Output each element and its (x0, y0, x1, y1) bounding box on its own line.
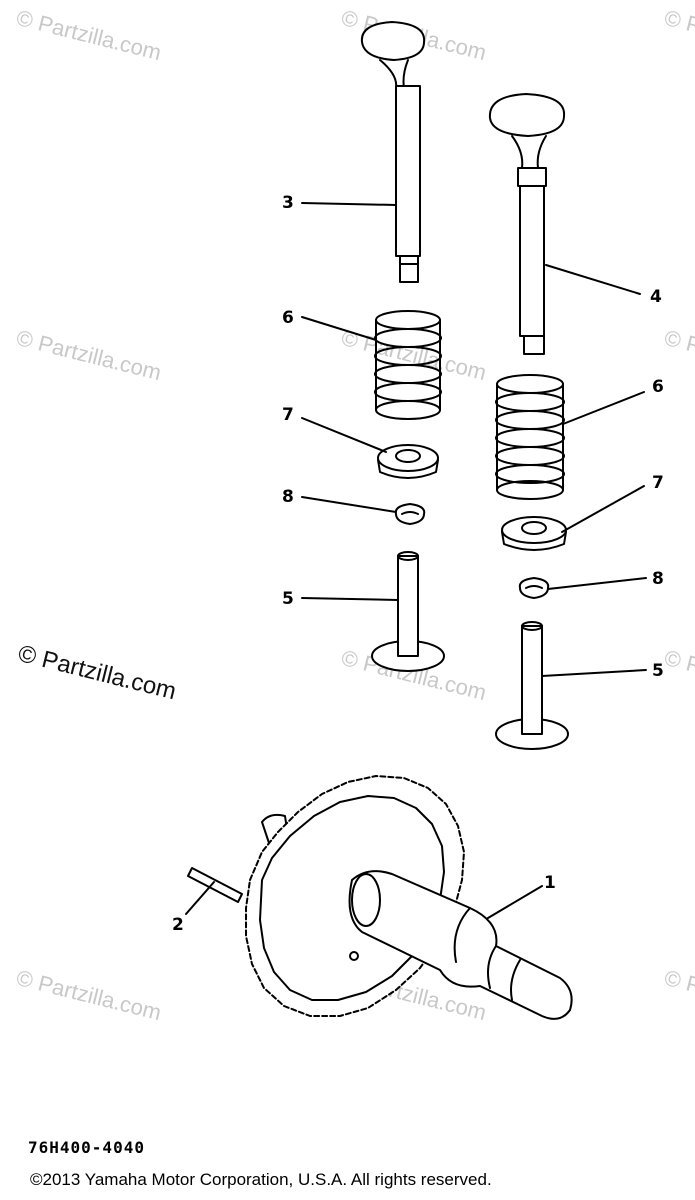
spring-left (374, 310, 442, 420)
spring-right (495, 374, 565, 500)
callout-8: 8 (652, 569, 664, 589)
leader-8a (301, 496, 397, 513)
retainer-left (377, 444, 439, 479)
diagram-code: 76H400-4040 (28, 1138, 145, 1157)
retainer-right (501, 516, 567, 551)
valve-left (360, 21, 426, 283)
callout-3: 3 (282, 193, 294, 213)
leader-5a (301, 597, 399, 601)
leader-7a (301, 417, 387, 453)
valve-right (488, 93, 566, 355)
cotter-right (518, 577, 550, 599)
callout-7: 7 (652, 473, 664, 493)
leader-5b (541, 669, 647, 677)
leader-4 (545, 264, 641, 295)
callout-7: 7 (282, 405, 294, 425)
callout-1: 1 (544, 873, 556, 893)
callout-2: 2 (172, 915, 184, 935)
callout-8: 8 (282, 487, 294, 507)
leader-6a (301, 316, 377, 341)
leader-3 (301, 202, 397, 206)
callout-6: 6 (652, 377, 664, 397)
camshaft (245, 775, 573, 1020)
callout-4: 4 (650, 287, 662, 307)
cotter-left (394, 503, 426, 525)
leader-1 (487, 885, 543, 919)
callout-5: 5 (282, 589, 294, 609)
callout-6: 6 (282, 308, 294, 328)
copyright-notice: ©2013 Yamaha Motor Corporation, U.S.A. A… (30, 1170, 492, 1189)
leader-8b (547, 577, 647, 590)
tappet-right (495, 621, 569, 750)
callout-5: 5 (652, 661, 664, 681)
dowel-pin (187, 867, 243, 903)
leader-2 (185, 881, 215, 915)
tappet-left (371, 551, 445, 672)
leader-7b (561, 485, 645, 533)
leader-6b (562, 391, 645, 425)
